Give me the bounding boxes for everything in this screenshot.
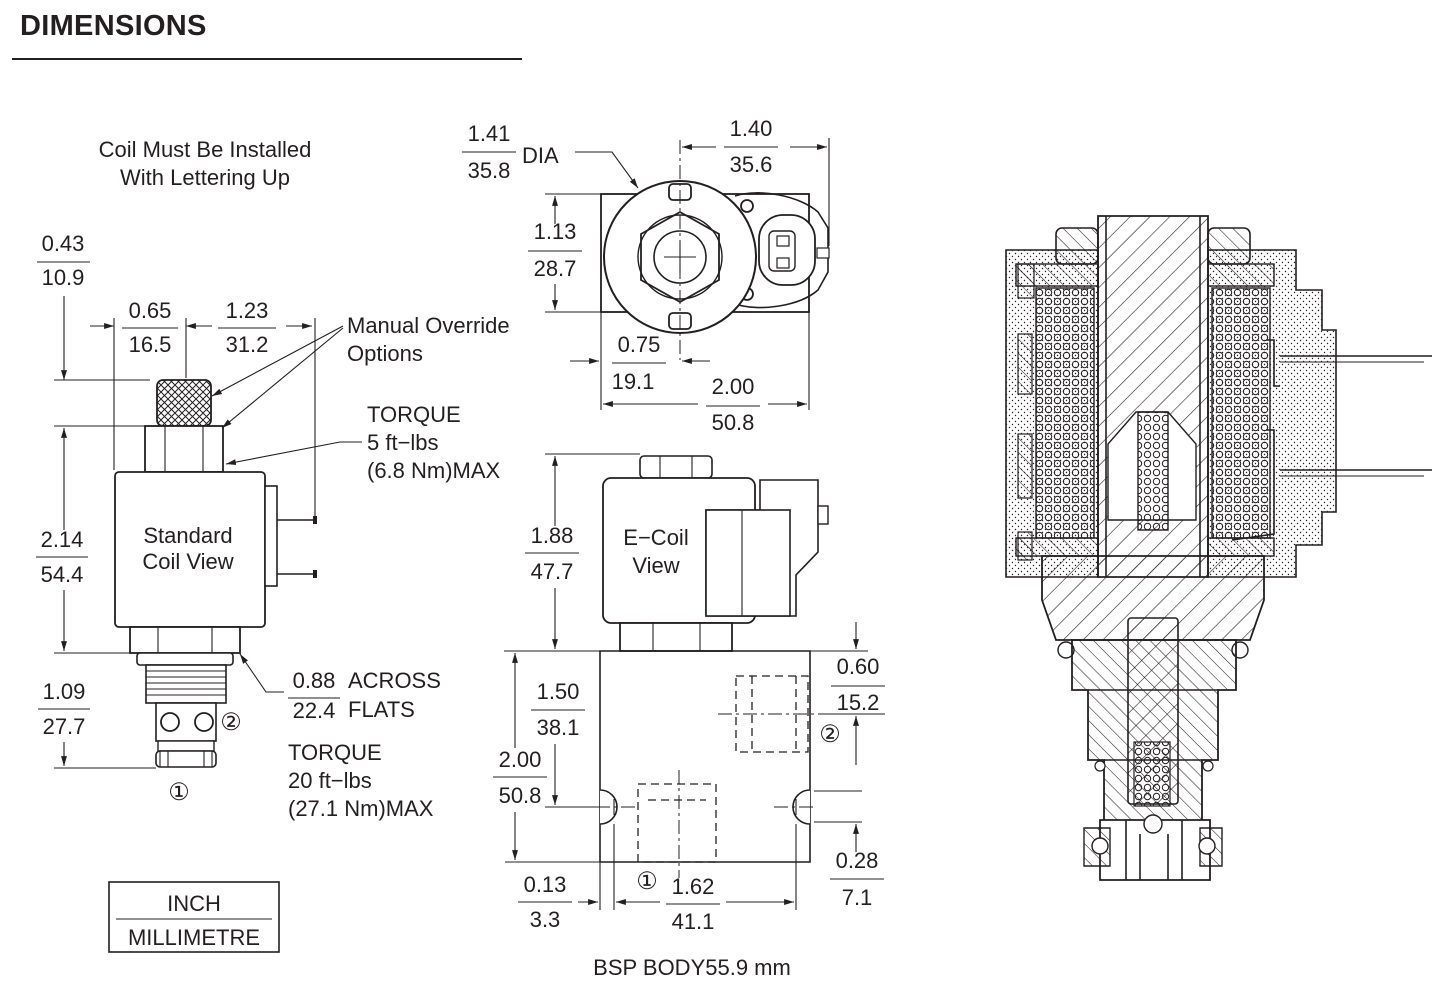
dim-ecoil-height-mm: 47.7 bbox=[531, 559, 574, 584]
dim-port2-offset-inch: 0.60 bbox=[837, 654, 880, 679]
coil-nut bbox=[144, 425, 224, 473]
standard-coil-view: Coil Must Be Installed With Lettering Up… bbox=[36, 137, 510, 953]
dim-body-height-mm: 50.8 bbox=[499, 783, 542, 808]
dim-center-offset-mm: 19.1 bbox=[612, 369, 655, 394]
dim-port2-height-mm: 38.1 bbox=[537, 715, 580, 740]
manifold-body bbox=[599, 650, 811, 863]
dim-port2-offset-mm: 15.2 bbox=[837, 690, 880, 715]
port-1-marker-body: ① bbox=[636, 867, 658, 895]
dim-mount-offset-mm: 7.1 bbox=[842, 885, 873, 910]
top-view: 1.41 35.8 DIA 1.40 35.6 1.13 28.7 0.75 1… bbox=[462, 116, 830, 435]
dim-body-depth-mm: 28.7 bbox=[534, 256, 577, 281]
manual-override-knob bbox=[156, 379, 212, 427]
dim-connector-width-mm: 35.6 bbox=[730, 152, 773, 177]
valve-cross-section bbox=[1005, 215, 1432, 881]
dim-body-width-inch: 2.00 bbox=[712, 374, 755, 399]
dim-override-height-inch: 0.43 bbox=[42, 231, 85, 256]
dim-cartridge-len-mm: 27.7 bbox=[43, 714, 86, 739]
dim-override-w1-mm: 16.5 bbox=[129, 332, 172, 357]
manual-override-label-1: Manual Override bbox=[347, 313, 510, 338]
dim-valve-height-mm: 54.4 bbox=[41, 562, 84, 587]
standard-coil-label-1: Standard bbox=[143, 523, 232, 548]
torque-label-2: TORQUE bbox=[288, 740, 382, 765]
port-2-marker-left: ② bbox=[220, 708, 242, 736]
port-1-marker-left: ① bbox=[168, 778, 190, 806]
dim-edge-offset-inch: 0.13 bbox=[524, 872, 567, 897]
across-flats-label-2: FLATS bbox=[348, 697, 415, 722]
dim-hex-flats-inch: 0.88 bbox=[293, 668, 336, 693]
port-2-marker-body: ② bbox=[819, 720, 841, 748]
dim-cartridge-len-inch: 1.09 bbox=[43, 679, 86, 704]
dim-override-w2-inch: 1.23 bbox=[226, 298, 269, 323]
dim-center-offset-inch: 0.75 bbox=[618, 332, 661, 357]
dim-mount-spacing-mm: 41.1 bbox=[672, 909, 715, 934]
title-underline bbox=[12, 58, 522, 60]
page-title: DIMENSIONS bbox=[20, 10, 207, 42]
dim-mount-spacing-inch: 1.62 bbox=[672, 874, 715, 899]
valve-hex bbox=[129, 626, 241, 654]
dim-body-height-inch: 2.00 bbox=[499, 747, 542, 772]
dim-override-height-mm: 10.9 bbox=[42, 265, 85, 290]
units-legend-box bbox=[108, 881, 280, 953]
dim-coil-dia-inch: 1.41 bbox=[468, 121, 511, 146]
dim-valve-height-inch: 2.14 bbox=[41, 527, 84, 552]
across-flats-label-1: ACROSS bbox=[348, 668, 441, 693]
dia-label: DIA bbox=[522, 143, 559, 168]
dim-body-width-mm: 50.8 bbox=[712, 410, 755, 435]
spring bbox=[1137, 411, 1169, 531]
dim-override-w1-inch: 0.65 bbox=[129, 298, 172, 323]
dim-connector-width-inch: 1.40 bbox=[730, 116, 773, 141]
dim-ecoil-height-inch: 1.88 bbox=[531, 523, 574, 548]
coil-winding-left bbox=[1035, 287, 1095, 539]
torque-value-1b: (6.8 Nm)MAX bbox=[367, 458, 501, 483]
units-legend-mm: MILLIMETRE bbox=[128, 925, 260, 950]
manual-override-label-2: Options bbox=[347, 341, 423, 366]
dim-hex-flats-mm: 22.4 bbox=[293, 698, 336, 723]
torque-value-1a: 5 ft−lbs bbox=[367, 430, 439, 455]
coil-winding-right bbox=[1211, 287, 1271, 539]
dim-edge-offset-mm: 3.3 bbox=[530, 907, 561, 932]
torque-value-2a: 20 ft−lbs bbox=[288, 768, 372, 793]
standard-coil-label-2: Coil View bbox=[142, 549, 233, 574]
dim-coil-dia-mm: 35.8 bbox=[468, 158, 511, 183]
ecoil-view: E−Coil View ② ① 1.88 47.7 bbox=[493, 453, 885, 980]
dim-port2-height-inch: 1.50 bbox=[537, 679, 580, 704]
ecoil-label-1: E−Coil bbox=[623, 525, 688, 550]
torque-value-2b: (27.1 Nm)MAX bbox=[288, 796, 434, 821]
ecoil-label-2: View bbox=[632, 553, 679, 578]
dim-mount-offset-inch: 0.28 bbox=[836, 848, 879, 873]
coil-note-line-1: Coil Must Be Installed bbox=[99, 137, 312, 162]
bsp-body-note: BSP BODY55.9 mm bbox=[593, 955, 791, 980]
coil-note-line-2: With Lettering Up bbox=[120, 165, 290, 190]
torque-label-1: TORQUE bbox=[367, 402, 461, 427]
dim-override-w2-mm: 31.2 bbox=[226, 332, 269, 357]
units-legend-inch: INCH bbox=[167, 891, 221, 916]
